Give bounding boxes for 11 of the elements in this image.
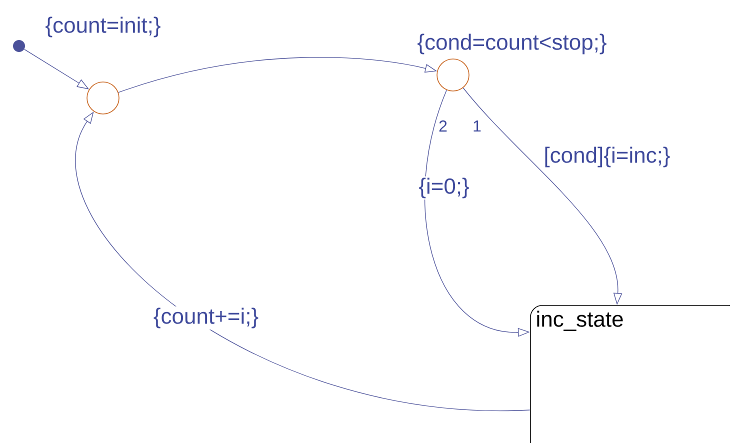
- transition-label: [cond]{i=inc;}: [542, 145, 672, 169]
- state-box: inc_state: [530, 305, 730, 443]
- order-number: 1: [471, 119, 483, 133]
- transition-label: {count+=i;}: [152, 306, 260, 330]
- transition-label: {i=0;}: [417, 176, 471, 200]
- default-transition-dot: [13, 40, 25, 52]
- junction-circle: [436, 58, 470, 92]
- junction-circle: [86, 82, 120, 114]
- junction-label: {cond=count<stop;}: [416, 32, 608, 56]
- order-number: 2: [437, 119, 449, 133]
- transition-label: {count=init;}: [44, 15, 162, 39]
